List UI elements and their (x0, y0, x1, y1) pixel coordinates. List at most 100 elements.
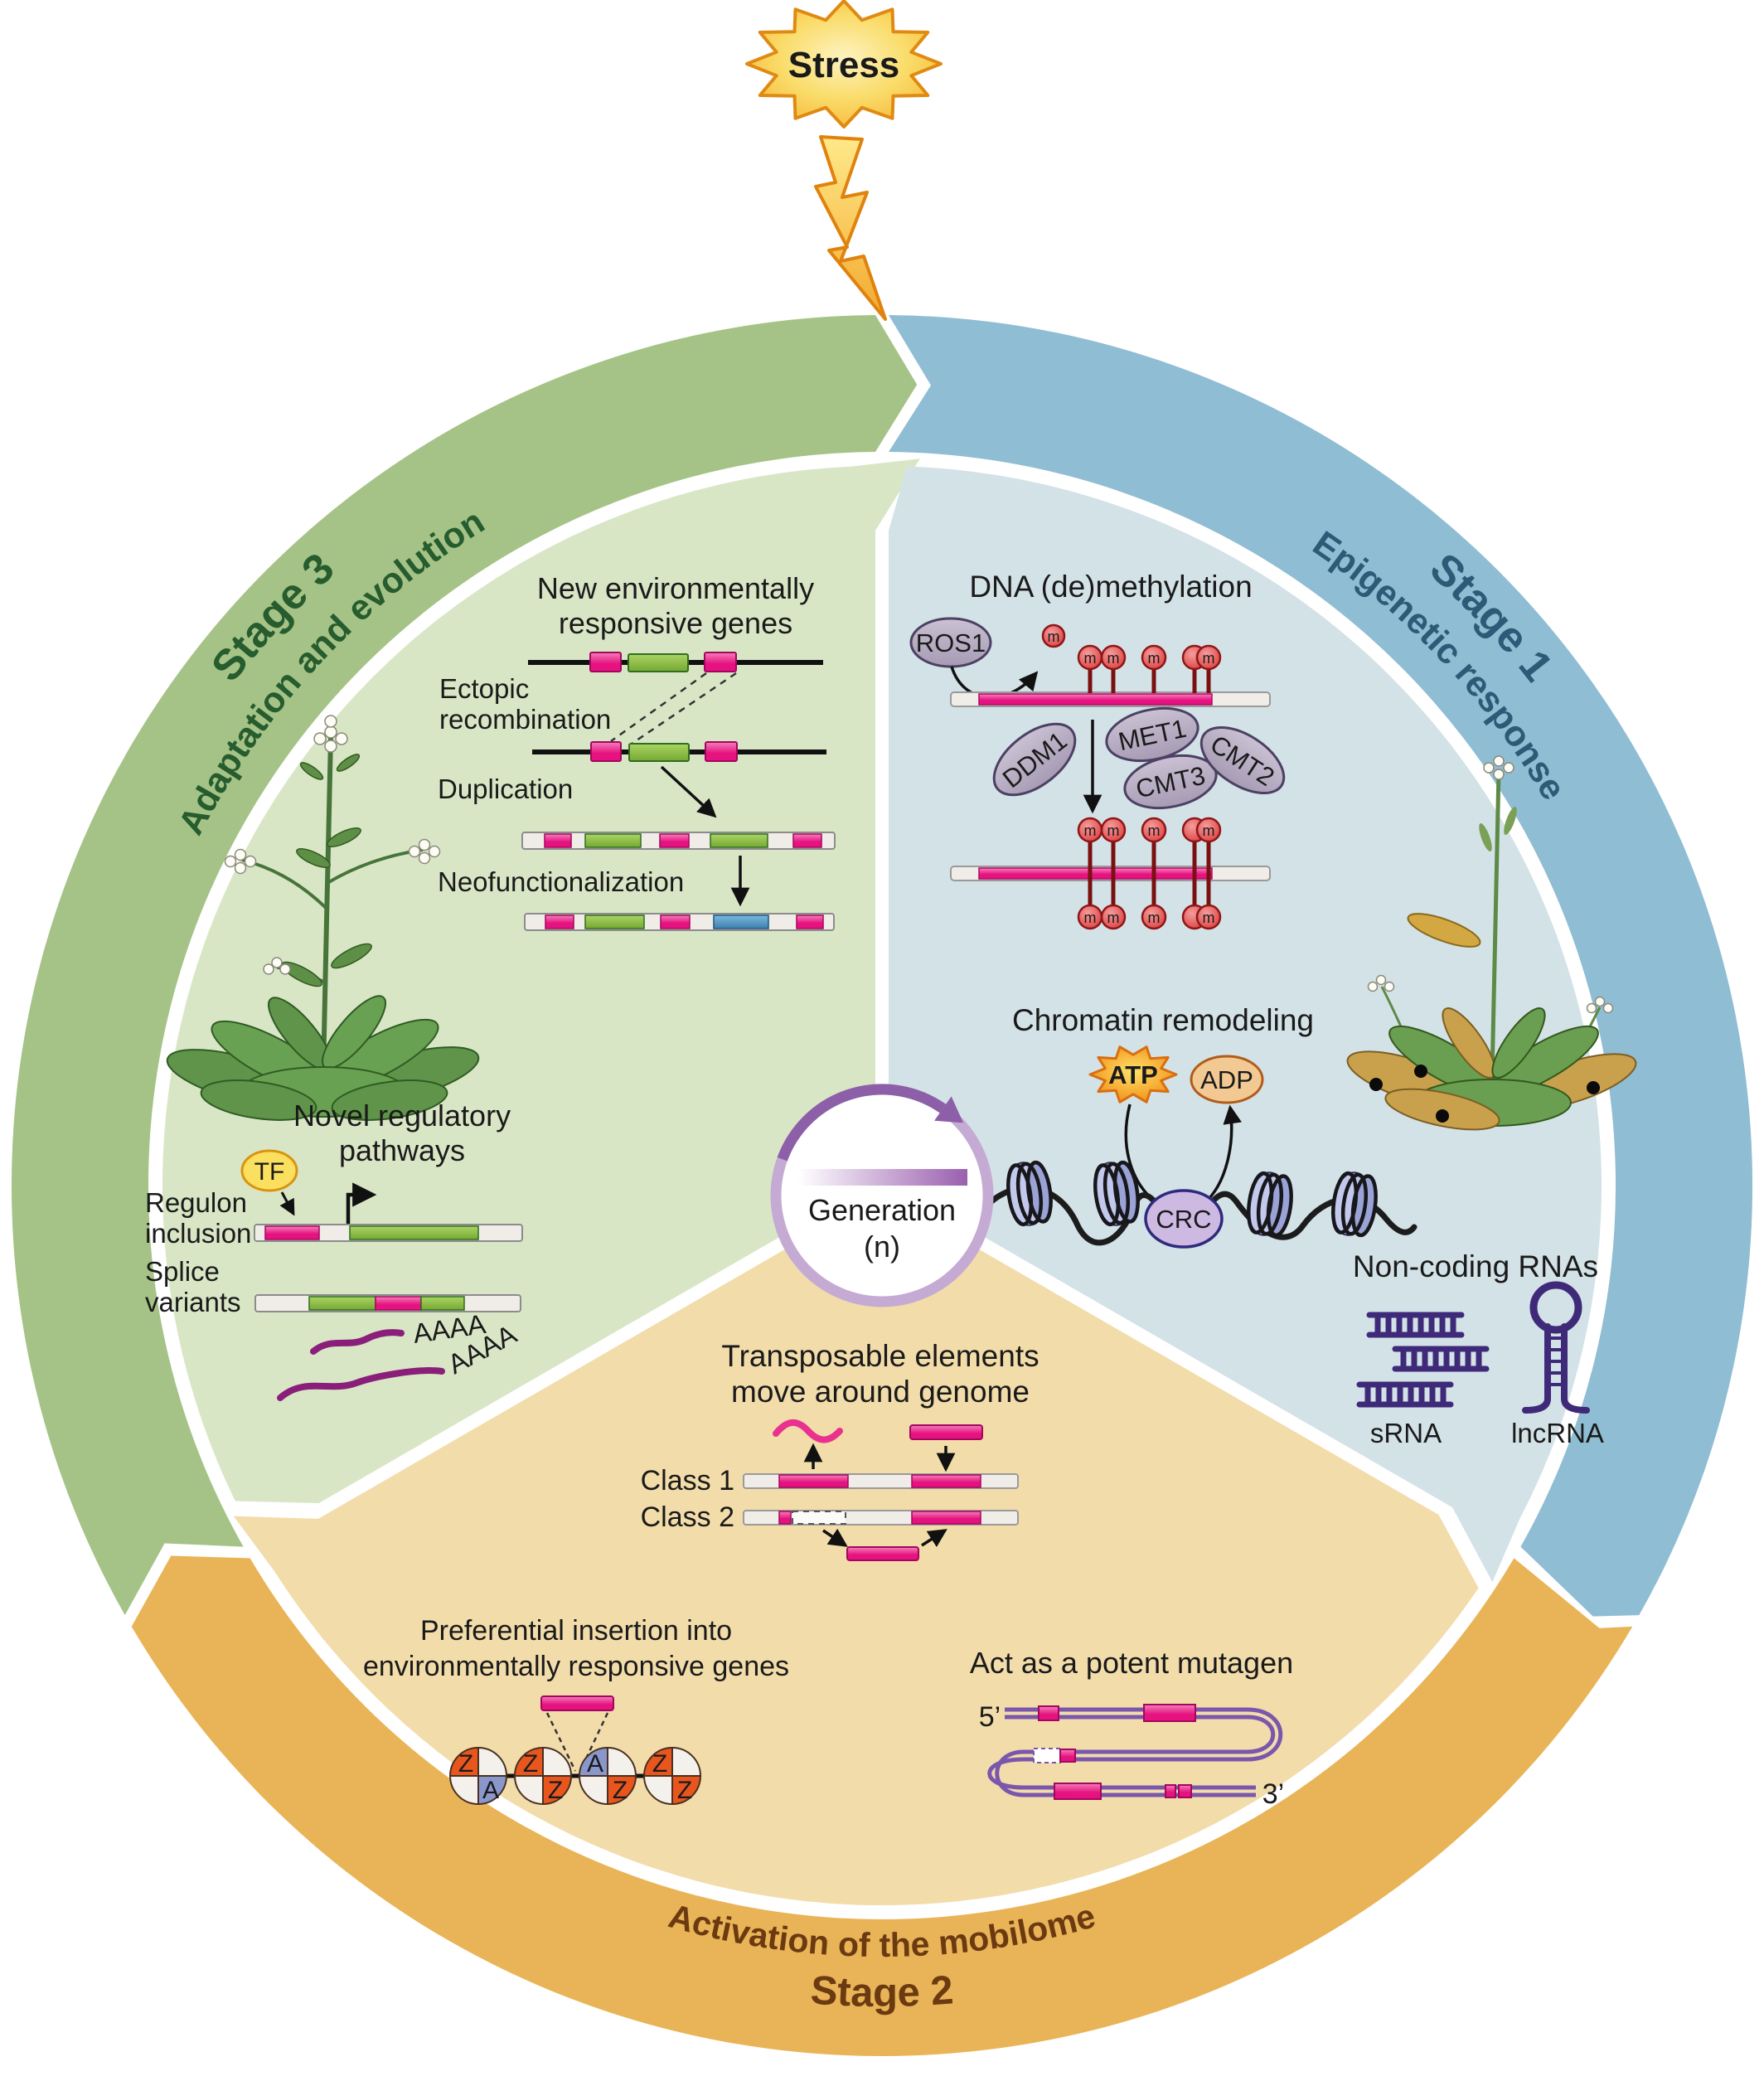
chromatin-remodeling-section: Chromatin remodeling ATP ADP (960, 1003, 1418, 1249)
class1-genome-bar (743, 1473, 1019, 1489)
crc-to-adp-arrow (1202, 1104, 1242, 1205)
three-prime-label: 3’ (1262, 1778, 1284, 1810)
class1-label: Class 1 (641, 1465, 734, 1496)
mutagen-dna-strand (987, 1707, 1283, 1797)
stage3-outer-band (11, 315, 918, 1616)
generation-gradient-bar (798, 1169, 967, 1186)
svg-text:Z: Z (523, 1750, 538, 1778)
necrotic-spots (1369, 1065, 1600, 1123)
svg-text:m: m (1107, 650, 1120, 667)
stress-group: Stress (745, 0, 943, 321)
srna-label: sRNA (1370, 1418, 1442, 1448)
crc-complex (1144, 1189, 1224, 1249)
class2-insertion-arrow (921, 1529, 947, 1548)
duplication-arrow (660, 765, 717, 818)
mutagen-title: Act as a potent mutagen (970, 1646, 1293, 1680)
dna-bar-fully-methylated: m m m m m m m m (950, 817, 1271, 930)
svg-text:m: m (1107, 822, 1120, 839)
za-circle: A Z (578, 1746, 637, 1806)
stage2-outer-band (131, 1555, 1633, 2056)
stressed-plant-illustration (1346, 755, 1637, 1131)
stage2-label: Stage 2 (809, 1967, 955, 2016)
svg-text:m: m (1084, 910, 1097, 926)
five-prime-label: 5’ (979, 1701, 1001, 1733)
svg-text:m: m (1107, 910, 1120, 926)
novel-pathways-section: Novel regulatory pathways TF Regulon inc… (145, 1099, 523, 1401)
splice-variant-bar (254, 1294, 521, 1312)
mutagen-section: Act as a potent mutagen 5’ 3’ (970, 1646, 1293, 1810)
stress-label: Stress (788, 45, 900, 85)
te-title-line2: move around genome (731, 1375, 1030, 1409)
lncrna-label: lncRNA (1511, 1418, 1604, 1448)
insertion-title-line2: environmentally responsive genes (363, 1651, 789, 1682)
generation-n-label: (n) (864, 1230, 900, 1264)
inserting-te-rect (540, 1695, 614, 1711)
cycle-arrowhead-icon (934, 1096, 963, 1123)
svg-text:m: m (1084, 822, 1097, 839)
svg-text:m: m (1148, 910, 1161, 926)
za-circle: Z A (448, 1746, 508, 1806)
ectopic-label-line1: Ectopic (439, 673, 529, 704)
methyl-marks-both-strands: m m m m m m m m (1077, 817, 1222, 930)
adp-ellipse (1190, 1055, 1264, 1104)
stage1-outer-band (889, 315, 1753, 1617)
stressed-flowers (1367, 755, 1614, 1014)
noncoding-rna-section: Non-coding RNAs sRNA lncRNA (1353, 1249, 1604, 1448)
nucleosome-icon (1093, 1160, 1140, 1227)
neofunctionalized-bar (524, 913, 835, 931)
svg-text:m: m (1203, 910, 1215, 926)
ros1-enzyme (909, 617, 992, 668)
free-methyl-icon: m (1041, 623, 1066, 648)
ectopic-label-line2: recombination (439, 704, 611, 735)
tf-ellipse (240, 1149, 298, 1192)
svg-text:m: m (1203, 822, 1215, 839)
svg-text:m: m (1148, 650, 1161, 667)
srna-icon (1356, 1312, 1490, 1408)
healthy-flowers (224, 715, 441, 975)
neofunctionalization-label: Neofunctionalization (438, 866, 684, 897)
nucleosome-icon (1247, 1171, 1293, 1238)
adp-label: ADP (1200, 1065, 1253, 1094)
insertion-dashed-lines (545, 1712, 609, 1772)
ncrna-title: Non-coding RNAs (1353, 1249, 1598, 1283)
svg-text:Z: Z (458, 1750, 473, 1778)
nucleosome-icon (1006, 1160, 1053, 1227)
chromatin-title: Chromatin remodeling (1012, 1003, 1314, 1037)
pathways-title-line2: pathways (339, 1133, 465, 1167)
stress-starburst-icon (745, 0, 943, 129)
class2-genome-bar (743, 1510, 1019, 1526)
regulon-label-line2: inclusion (145, 1218, 251, 1249)
nucleosome-icon (1331, 1171, 1378, 1238)
healthy-plant-illustration (166, 715, 480, 1121)
methyl-marks-top: m m m m (1077, 644, 1222, 671)
atp-label: ATP (1108, 1060, 1158, 1089)
stage3-inner-sector (162, 458, 920, 1504)
svg-text:Z: Z (548, 1777, 563, 1804)
rosette-leaves (166, 995, 480, 1121)
dna-bar-partially-methylated: m m m m (950, 644, 1271, 707)
duplication-label: Duplication (438, 774, 573, 804)
ros1-label: ROS1 (916, 628, 986, 657)
svg-text:A: A (587, 1750, 603, 1778)
methyl-letter: m (1048, 628, 1060, 645)
generation-label: Generation (808, 1193, 956, 1227)
stressed-rosette (1346, 1007, 1637, 1131)
class2-excision-arrow (822, 1528, 848, 1547)
transposable-elements-section: Transposable elements move around genome… (641, 1339, 1040, 1561)
polya-transcript-2 (277, 1367, 445, 1401)
te-target-nucleosomes: Z A Z Z A Z (448, 1746, 702, 1806)
svg-text:Z: Z (613, 1777, 628, 1804)
tf-binding-arrow (279, 1191, 295, 1216)
gene-line-1 (528, 652, 823, 672)
pathways-title-line1: Novel regulatory (293, 1099, 511, 1133)
excised-te-rect (846, 1546, 919, 1561)
regulon-label-line1: Regulon (145, 1187, 247, 1218)
svg-text:Z: Z (677, 1777, 692, 1804)
insertion-title-line1: Preferential insertion into (420, 1615, 732, 1647)
te-copy-rect (909, 1424, 983, 1440)
preferential-insertion-section: Preferential insertion into environmenta… (363, 1615, 789, 1806)
class2-label: Class 2 (641, 1501, 734, 1533)
svg-text:m: m (1084, 650, 1097, 667)
